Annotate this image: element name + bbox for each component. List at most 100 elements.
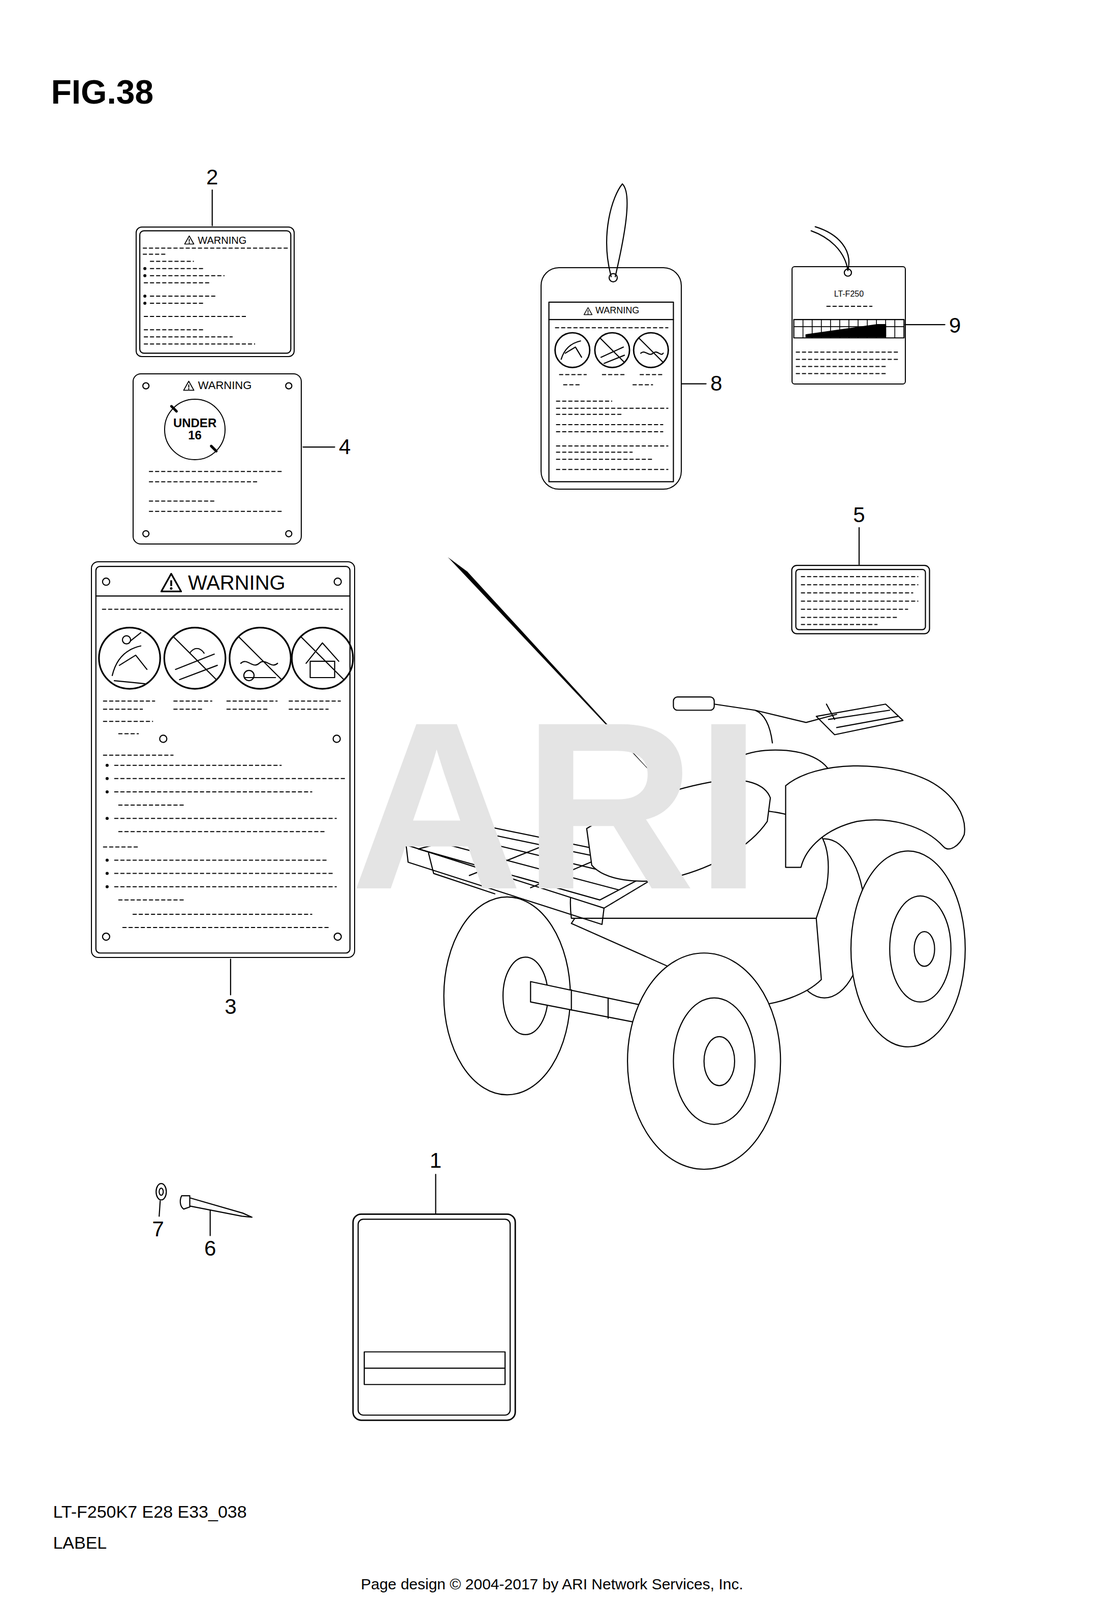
print-line (103, 700, 155, 702)
print-line (173, 700, 212, 702)
model-tag: LT-F250 (791, 266, 906, 385)
print-line (801, 608, 909, 610)
mounting-hole (159, 735, 167, 743)
print-line (226, 700, 278, 702)
header-rule (548, 319, 674, 321)
print-line (114, 765, 282, 767)
label-heading: WARNING (197, 234, 247, 246)
print-line (639, 374, 663, 376)
warning-triangle (161, 573, 181, 592)
pictogram (633, 332, 669, 368)
print-line (559, 374, 587, 376)
mounting-hole (102, 933, 110, 941)
pictogram-figure (600, 337, 625, 364)
bullet-dot (105, 858, 109, 862)
callout-number: 6 (204, 1238, 216, 1260)
print-line (148, 481, 258, 483)
print-line (143, 329, 204, 331)
bullet-dot (143, 274, 147, 278)
atv-wheel (850, 850, 966, 1048)
print-line (826, 305, 873, 307)
print-line (795, 365, 886, 367)
label-inner-border (96, 566, 351, 954)
model-code: LT-F250K7 E28 E33_038 (52, 1503, 247, 1521)
warning-triangle (583, 306, 593, 316)
warning-triangle (187, 388, 190, 390)
callout-number: 2 (206, 166, 218, 188)
circle-text: UNDER 16 (168, 417, 221, 442)
print-line (801, 617, 899, 619)
tag-string (811, 226, 849, 271)
print-line (143, 282, 211, 284)
print-line (556, 431, 664, 433)
washer (155, 1183, 167, 1201)
mounting-hole (334, 933, 342, 941)
label-heading: LT-F250 (834, 289, 864, 299)
text-row: WARNING (136, 234, 294, 246)
print-line (114, 886, 337, 888)
bullet-dot (105, 777, 109, 781)
print-line (556, 468, 669, 470)
atv-rim (889, 896, 951, 1003)
print-line (226, 708, 268, 710)
warning-triangle (182, 380, 195, 392)
watermark: ARI (350, 686, 762, 926)
header-rule (96, 595, 351, 597)
warning-triangle (188, 384, 190, 388)
print-line (556, 414, 623, 416)
print-lines (102, 248, 919, 929)
pictogram-figure (112, 633, 147, 684)
warning-triangle (170, 580, 173, 586)
callout-number: 4 (338, 436, 351, 458)
warning-triangle (184, 236, 195, 245)
print-line (103, 846, 139, 848)
warning-triangle (183, 235, 195, 245)
label-heading: WARNING (187, 571, 286, 594)
print-line (142, 254, 166, 256)
bullet-dot (143, 301, 147, 305)
print-line (114, 873, 333, 875)
pictogram (291, 627, 353, 689)
print-line (102, 608, 343, 610)
label-outline (791, 565, 930, 635)
tag-hole (609, 273, 618, 282)
print-line (142, 247, 290, 249)
warning-triangle (587, 309, 589, 313)
tag-hole (844, 269, 852, 277)
chart-grid (793, 319, 904, 338)
text-row: WARNING (133, 379, 301, 392)
callout-number: 3 (224, 996, 237, 1018)
mounting-hole (333, 735, 341, 743)
label-heading: WARNING (198, 379, 252, 392)
age-warning-circle: UNDER 16 (164, 398, 226, 460)
print-line (288, 708, 329, 710)
atv-hub (913, 931, 935, 967)
print-line (118, 899, 186, 901)
print-line (143, 316, 247, 318)
bullet-dot (105, 764, 109, 768)
warning-triangle (188, 239, 191, 243)
bullet-dot (105, 790, 109, 794)
warning-triangle (583, 307, 592, 315)
mounting-hole (142, 383, 149, 390)
print-line (801, 600, 919, 602)
bullet-dot (105, 872, 109, 876)
pictogram (594, 332, 630, 368)
callout-number: 9 (949, 314, 961, 337)
bullet-dot (143, 267, 147, 271)
print-line (114, 791, 313, 793)
prohibition-slash (171, 406, 177, 412)
label-inner-border (795, 569, 926, 630)
bullet-dot (105, 885, 109, 889)
label-heading: WARNING (595, 305, 640, 317)
pictogram-figure (638, 337, 663, 363)
warning-triangle (160, 573, 182, 593)
label-inner-border (358, 1219, 511, 1416)
print-line (114, 778, 345, 780)
print-line (556, 424, 664, 426)
text-row: WARNING (91, 571, 355, 594)
atv-axle (530, 981, 641, 1024)
warning-triangle (183, 381, 195, 391)
pictogram-figure (122, 636, 131, 645)
washer (159, 1188, 164, 1196)
